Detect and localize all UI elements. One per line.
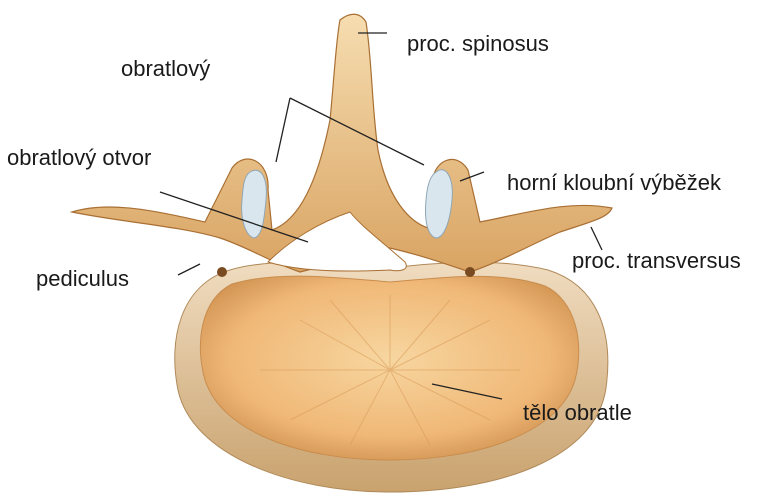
left-pedicle-foramen — [217, 267, 227, 277]
label-transversus: proc. transversus — [572, 250, 741, 272]
leader-transversus — [591, 227, 602, 250]
right-pedicle-foramen — [465, 267, 475, 277]
leader-obratlovy-left — [276, 98, 290, 162]
leader-pediculus — [178, 264, 200, 275]
label-spinosus: proc. spinosus — [407, 33, 549, 55]
label-horni: horní kloubní výběžek — [507, 172, 721, 194]
label-obratlovy: obratlový — [121, 58, 210, 80]
label-telo: tělo obratle — [523, 402, 632, 424]
label-otvor: obratlový otvor — [7, 147, 151, 169]
label-pediculus: pediculus — [36, 268, 129, 290]
